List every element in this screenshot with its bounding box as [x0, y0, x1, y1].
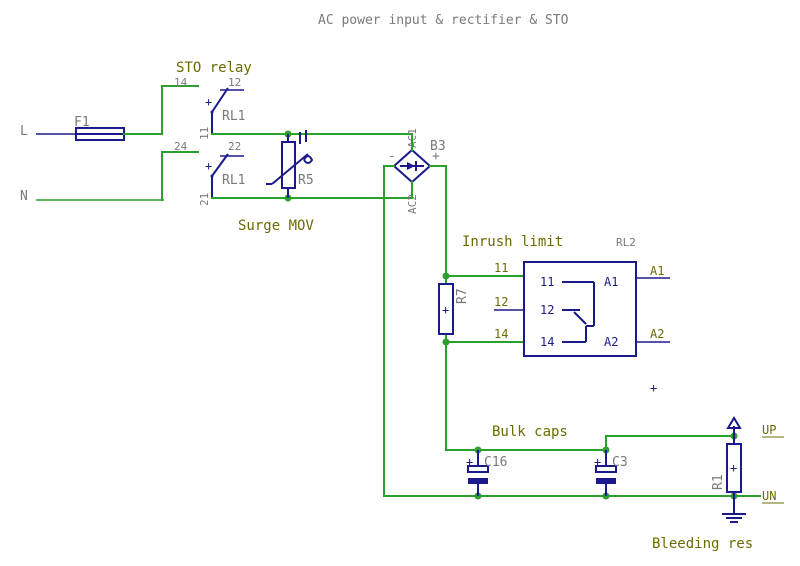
rl1b-pin-24: 24	[174, 140, 188, 153]
mov-r5-label: R5	[298, 173, 314, 188]
sheet-title: AC power input & rectifier & STO	[318, 13, 569, 28]
rl1a-pin-12: 12	[228, 76, 241, 89]
net-label-un: UN	[762, 489, 776, 503]
rl1b-plus: +	[205, 159, 212, 173]
relay-rl2-label: RL2	[616, 236, 636, 249]
sto-relay-label: STO relay	[176, 60, 252, 76]
bridge-b3-label: B3	[430, 139, 446, 154]
net-label-up: UP	[762, 423, 776, 437]
capacitor-c3-label: C3	[612, 455, 628, 470]
relay-rl2[interactable]	[523, 261, 637, 357]
bridge-rectifier-b3[interactable]	[392, 148, 432, 184]
mov-r5[interactable]	[266, 130, 314, 198]
rl2-ext-pin-12: 12	[494, 295, 508, 309]
rl2-int-pin-12: 12	[540, 303, 554, 317]
resistor-r1[interactable]	[726, 436, 742, 496]
rl2-int-pin-14: 14	[540, 335, 554, 349]
capacitor-c16[interactable]	[467, 450, 489, 496]
supply-up-symbol	[726, 416, 742, 436]
rl1a-pin-14: 14	[174, 76, 188, 89]
surge-mov-label: Surge MOV	[238, 218, 314, 234]
b3-pin-plus: +	[432, 149, 440, 164]
stray-plus-marker: +	[650, 381, 657, 395]
fuse-f1-label: F1	[74, 115, 90, 130]
capacitor-c3[interactable]	[595, 450, 617, 496]
rl1b-pin-22: 22	[228, 140, 241, 153]
c16-plus: +	[466, 455, 473, 469]
rl2-int-pin-a1: A1	[604, 275, 618, 289]
inrush-limit-label: Inrush limit	[462, 234, 563, 250]
c3-plus: +	[594, 455, 601, 469]
relay-rl1-contact-a[interactable]	[210, 87, 229, 134]
resistor-r1-label: R1	[711, 474, 726, 490]
rl1a-plus: +	[205, 95, 212, 109]
ground-icon	[722, 496, 746, 523]
rl1a-pin-11: 11	[198, 127, 211, 140]
resistor-r7-label: R7	[455, 288, 470, 304]
r1-plus: +	[730, 461, 737, 475]
rl2-int-pin-a2: A2	[604, 335, 618, 349]
relay-rl1-b-label: RL1	[222, 173, 245, 188]
net-label-l: L	[20, 124, 28, 139]
rl2-ext-pin-11: 11	[494, 261, 508, 275]
relay-rl1-contact-b[interactable]	[210, 153, 229, 198]
bulk-caps-label: Bulk caps	[492, 424, 568, 440]
net-label-a1: A1	[650, 264, 664, 278]
relay-rl1-a-label: RL1	[222, 109, 245, 124]
net-label-a2: A2	[650, 327, 664, 341]
r7-plus: +	[442, 303, 449, 317]
b3-pin-minus: -	[388, 149, 396, 164]
net-label-n: N	[20, 189, 28, 204]
rl2-ext-pin-14: 14	[494, 327, 508, 341]
resistor-r7[interactable]	[438, 283, 454, 335]
capacitor-c16-label: C16	[484, 455, 507, 470]
rl2-int-pin-11: 11	[540, 275, 554, 289]
rl1b-pin-21: 21	[198, 193, 211, 206]
bleeding-res-label: Bleeding res	[652, 536, 753, 552]
b3-pin-ac2: AC2	[406, 194, 419, 214]
